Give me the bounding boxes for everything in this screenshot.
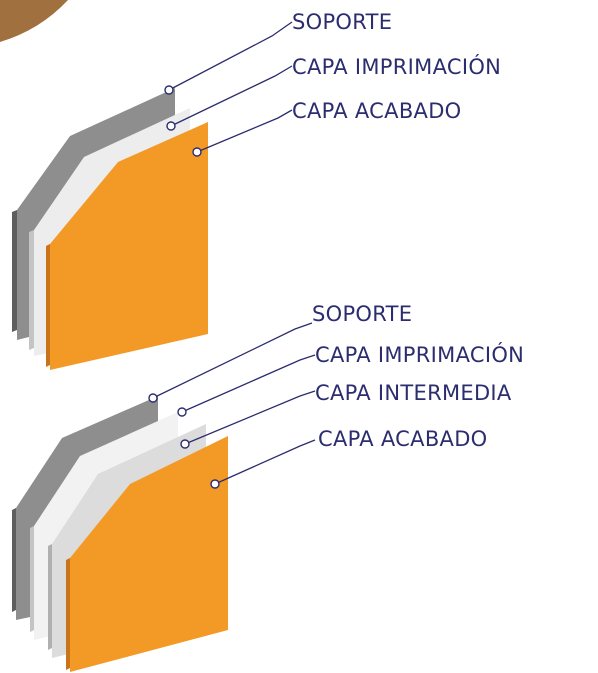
top-primer-side xyxy=(29,230,34,350)
top-leader-finish xyxy=(196,109,293,153)
top-leader-lines xyxy=(168,21,293,153)
bottom-finish-side xyxy=(66,558,70,670)
bottom-dot-intermediate xyxy=(180,439,190,449)
bottom-support-side xyxy=(12,508,16,612)
top-finish-side xyxy=(46,244,50,367)
top-finish-layer xyxy=(50,122,208,370)
bottom-labels: SOPORTE CAPA IMPRIMACIÓN CAPA INTERMEDIA… xyxy=(312,302,524,451)
bottom-primer-side xyxy=(30,526,34,632)
bottom-finish-layer xyxy=(70,436,228,672)
bottom-dot-finish xyxy=(210,479,220,489)
bottom-label-primer: CAPA IMPRIMACIÓN xyxy=(315,342,524,367)
bottom-layer-stack xyxy=(12,396,228,672)
top-dot-primer xyxy=(166,121,176,131)
top-label-finish: CAPA ACABADO xyxy=(292,99,462,123)
top-label-primer: CAPA IMPRIMACIÓN xyxy=(292,54,501,79)
bottom-leader-primer xyxy=(181,354,316,413)
top-label-support: SOPORTE xyxy=(292,10,392,34)
top-dot-finish xyxy=(192,147,202,157)
top-leader-dots xyxy=(164,85,202,157)
top-leader-support xyxy=(168,21,293,91)
bottom-label-finish: CAPA ACABADO xyxy=(318,427,488,451)
bottom-intermediate-side xyxy=(48,544,52,650)
bottom-label-support: SOPORTE xyxy=(312,302,412,326)
top-dot-support xyxy=(164,85,174,95)
bottom-dot-primer xyxy=(177,407,187,417)
bottom-leader-intermediate xyxy=(184,390,316,445)
top-leader-primer xyxy=(170,65,293,127)
top-layer-stack xyxy=(12,88,208,370)
bottom-dot-support xyxy=(148,393,158,403)
wood-corner-decoration xyxy=(0,0,68,42)
bottom-leader-finish xyxy=(214,439,316,485)
bottom-leader-lines xyxy=(152,322,316,485)
top-support-side xyxy=(12,210,17,332)
bottom-leader-support xyxy=(152,322,313,399)
top-labels: SOPORTE CAPA IMPRIMACIÓN CAPA ACABADO xyxy=(292,10,501,123)
bottom-leader-dots xyxy=(148,393,220,489)
bottom-label-intermediate: CAPA INTERMEDIA xyxy=(315,381,512,405)
